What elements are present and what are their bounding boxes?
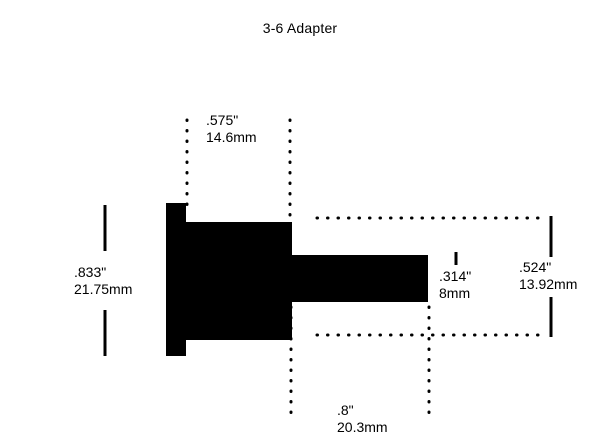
part-silhouette <box>166 203 428 356</box>
dimension-value-mm: 20.3mm <box>337 419 388 435</box>
dimension-value-inches: .314" <box>439 268 472 284</box>
dimension-value-inches: .575" <box>206 112 239 128</box>
dimension-value-mm: 14.6mm <box>206 129 257 145</box>
shaft <box>292 255 428 302</box>
dimension-label-shaft-length: .524" 13.92mm <box>519 259 577 293</box>
dimension-label-width-top: .575" 14.6mm <box>206 112 257 146</box>
dimension-value-inches: .524" <box>519 259 552 275</box>
page-title: 3-6 Adapter <box>262 20 338 36</box>
dimension-label-overall-length: .8" 20.3mm <box>337 402 388 436</box>
dimension-label-shaft-diameter: .314" 8mm <box>439 268 471 302</box>
dimension-label-height-left: .833" 21.75mm <box>74 264 132 298</box>
dimension-value-inches: .8" <box>337 402 354 418</box>
dimension-value-mm: 13.92mm <box>519 276 578 292</box>
dimension-value-mm: 8mm <box>439 285 471 301</box>
bottom-extension-lines <box>289 305 431 415</box>
dimension-value-inches: .833" <box>74 264 107 280</box>
top-extension-lines <box>185 118 292 224</box>
dimension-value-mm: 21.75mm <box>74 281 133 297</box>
body-block <box>166 222 292 340</box>
